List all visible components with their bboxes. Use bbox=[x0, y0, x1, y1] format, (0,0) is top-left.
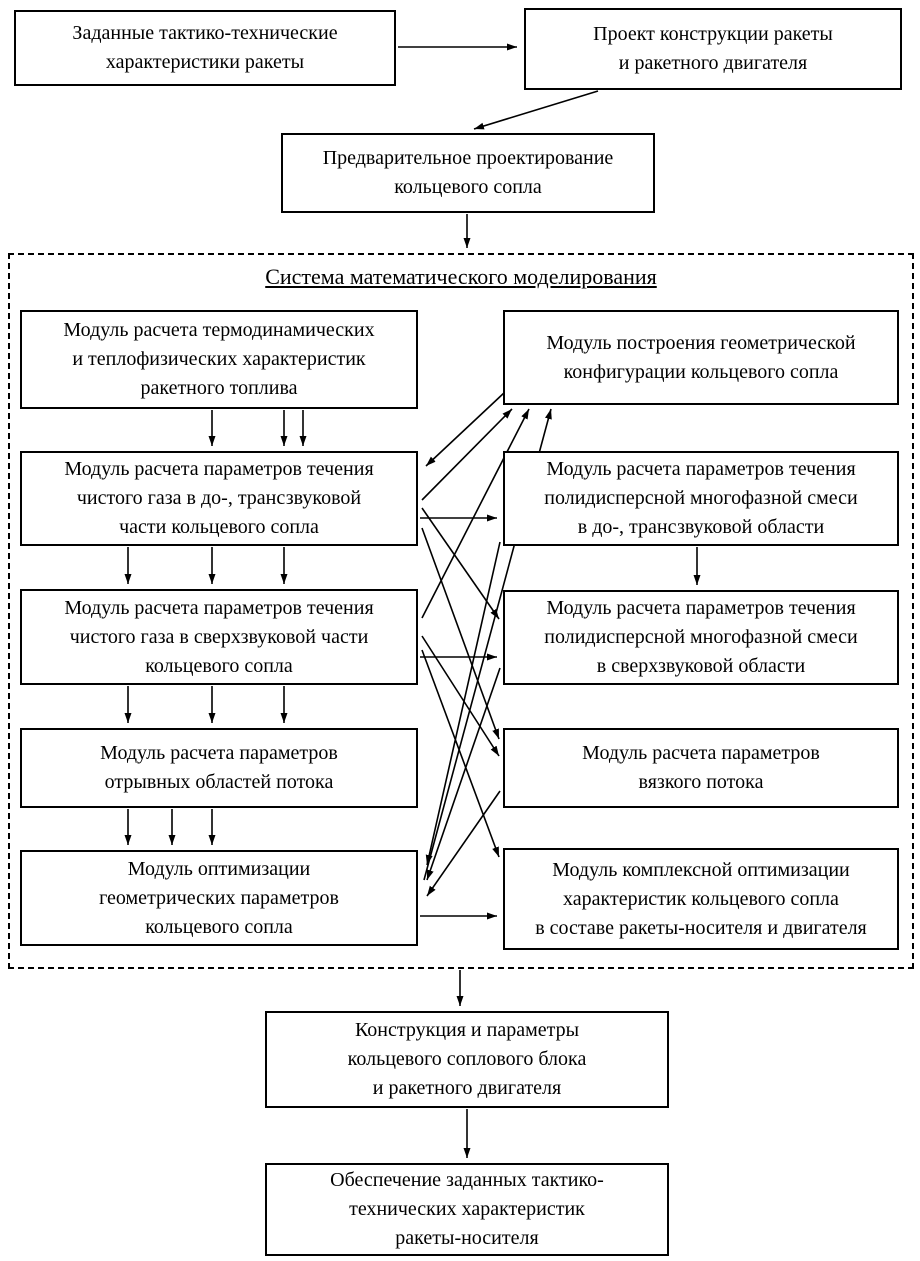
box-tactical-specs: Заданные тактико-технические характерист… bbox=[14, 10, 396, 86]
modeling-system-title: Система математического моделирования bbox=[265, 264, 657, 289]
box-preliminary-design: Предварительное проектирование кольцевог… bbox=[281, 133, 655, 213]
module-thermo: Модуль расчета термодинамических и тепло… bbox=[20, 310, 418, 409]
module-viscous-flow: Модуль расчета параметров вязкого потока bbox=[503, 728, 899, 808]
modeling-system-frame bbox=[8, 253, 914, 969]
module-geometry-optimization: Модуль оптимизации геометрических параме… bbox=[20, 850, 418, 946]
module-pure-gas-supersonic: Модуль расчета параметров течения чистог… bbox=[20, 589, 418, 685]
box-final-design: Конструкция и параметры кольцевого сопло… bbox=[265, 1011, 669, 1108]
module-multiphase-supersonic: Модуль расчета параметров течения полиди… bbox=[503, 590, 899, 685]
arrow-project-to-preliminary bbox=[473, 90, 599, 130]
module-separation-zones: Модуль расчета параметров отрывных облас… bbox=[20, 728, 418, 808]
box-assurance: Обеспечение заданных тактико- технически… bbox=[265, 1163, 669, 1256]
module-complex-optimization: Модуль комплексной оптимизации характери… bbox=[503, 848, 899, 950]
module-pure-gas-subsonic: Модуль расчета параметров течения чистог… bbox=[20, 451, 418, 546]
module-multiphase-subsonic: Модуль расчета параметров течения полиди… bbox=[503, 451, 899, 546]
box-rocket-project: Проект конструкции ракеты и ракетного дв… bbox=[524, 8, 902, 90]
module-geometry-config: Модуль построения геометрической конфигу… bbox=[503, 310, 899, 405]
